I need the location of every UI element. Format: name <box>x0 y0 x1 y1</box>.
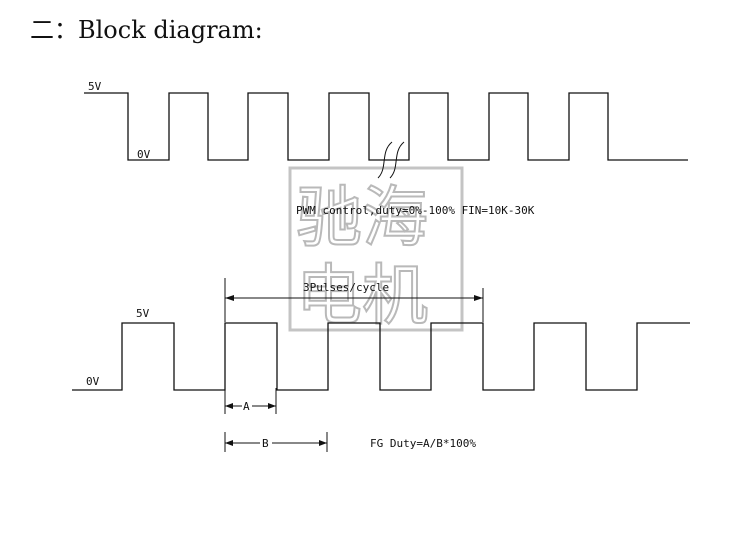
pwm-waveform <box>84 92 688 161</box>
arrow-right-icon <box>474 295 483 301</box>
svg-text:驰海: 驰海 <box>296 179 428 256</box>
pwm-low-label: 0V <box>137 148 151 161</box>
arrow-left-icon <box>225 295 234 301</box>
cycle-span-dimension <box>224 278 484 322</box>
watermark-seal: 驰海 电机 <box>288 166 464 335</box>
a-label: A <box>243 400 250 413</box>
b-dimension <box>224 432 328 452</box>
pwm-caption: PWM control,duty=0%-100% FIN=10K-30K <box>296 204 535 217</box>
fg-high-label: 5V <box>136 307 150 320</box>
page-title: 二：Block diagram: <box>30 16 263 44</box>
b-label: B <box>262 437 269 450</box>
svg-text:电机: 电机 <box>296 257 428 334</box>
fg-caption: FG Duty=A/B*100% <box>370 437 476 450</box>
break-mark <box>377 141 405 179</box>
a-dimension <box>224 388 277 414</box>
fg-waveform <box>72 322 690 391</box>
fg-low-label: 0V <box>86 375 100 388</box>
pwm-high-label: 5V <box>88 80 102 93</box>
cycle-span-label: 3Pulses/cycle <box>303 281 389 294</box>
